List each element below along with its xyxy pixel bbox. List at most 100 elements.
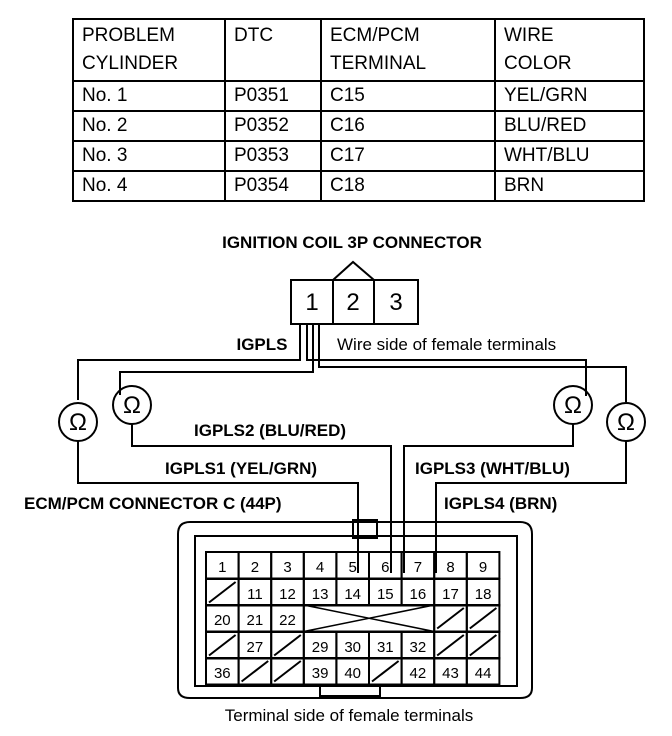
ecm-pin-number: 40: [344, 665, 361, 682]
table-cell: No. 4: [72, 170, 226, 202]
table-row: No. 3 P0353 C17 WHT/BLU: [72, 140, 645, 172]
ecm-connector-shell: [177, 521, 533, 699]
table-cell: WHT/BLU: [494, 140, 645, 172]
ecm-pin-blank: [208, 581, 237, 604]
wire-to-right-outer-meter: [318, 324, 627, 402]
header-dtc: DTC: [224, 18, 322, 82]
ecm-pin-number: 20: [214, 612, 231, 629]
ecm-pin-number: 12: [279, 586, 296, 603]
coil-connector-title: IGNITION COIL 3P CONNECTOR: [222, 233, 482, 252]
ecm-pin-blank: [436, 607, 465, 630]
table-cell: No. 3: [72, 140, 226, 172]
igpls4-label: IGPLS4 (BRN): [444, 494, 557, 513]
table-row: No. 2 P0352 C16 BLU/RED: [72, 110, 645, 142]
coil-pin-label: 2: [346, 289, 359, 316]
ecm-pin-number: 1: [218, 559, 226, 576]
ecm-pin-number: 27: [247, 639, 264, 656]
ecm-pin-cell: [465, 657, 501, 686]
table-row: No. 1 P0351 C15 YEL/GRN: [72, 80, 645, 112]
wire-igpls3: [403, 424, 574, 573]
ecm-pin-number: 17: [442, 586, 459, 603]
ecm-pin-number: 13: [312, 586, 329, 603]
ohm-symbol: Ω: [564, 392, 582, 419]
table-cell: No. 1: [72, 80, 226, 112]
ecm-pin-number: 31: [377, 639, 394, 656]
coil-pin-label: 3: [389, 289, 402, 316]
table-cell: P0354: [224, 170, 322, 202]
ecm-pin-blank: [273, 634, 302, 657]
table-cell: BLU/RED: [494, 110, 645, 142]
ecm-pin-number: 2: [251, 559, 259, 576]
ecm-pin-number: 39: [312, 665, 329, 682]
ecm-pin-number: 8: [446, 559, 454, 576]
ecm-pin-number: 3: [283, 559, 291, 576]
table-cell: No. 2: [72, 110, 226, 142]
ecm-pin-number: 32: [410, 639, 427, 656]
wire-side-label: Wire side of female terminals: [337, 335, 556, 354]
wire-to-left-inner-meter: [119, 324, 314, 395]
table-cell: C18: [320, 170, 496, 202]
ecm-pin-number: 42: [410, 665, 427, 682]
ecm-pin-blank: [371, 660, 400, 683]
ohm-symbol: Ω: [69, 409, 87, 436]
table-cell: P0352: [224, 110, 322, 142]
ecm-pin-blank: [208, 634, 237, 657]
igpls3-label: IGPLS3 (WHT/BLU): [415, 459, 570, 478]
table-row: No. 4 P0354 C18 BRN: [72, 170, 645, 202]
ecm-pin-blank: [240, 660, 269, 683]
table-cell: C17: [320, 140, 496, 172]
wire-igpls4: [435, 441, 627, 573]
wire-igpls3-right-outer: [306, 324, 587, 396]
igpls-label: IGPLS: [236, 335, 287, 354]
ecm-connector-title: ECM/PCM CONNECTOR C (44P): [24, 494, 282, 513]
ecm-pin-number: 7: [414, 559, 422, 576]
table-cell: YEL/GRN: [494, 80, 645, 112]
coil-connector-latch: [332, 260, 375, 281]
ohm-symbol: Ω: [123, 392, 141, 419]
ecm-no-pin-zone: [303, 604, 435, 633]
ecm-pin-number: 16: [410, 586, 427, 603]
ecm-pin-number: 5: [349, 559, 357, 576]
table-cell: C16: [320, 110, 496, 142]
ecm-pin-blank: [436, 634, 465, 657]
ecm-pin-blank: [469, 634, 498, 657]
ecm-connector-key: [352, 519, 378, 539]
table-cell: BRN: [494, 170, 645, 202]
igpls2-label: IGPLS2 (BLU/RED): [194, 421, 346, 440]
ecm-pin-blank: [469, 607, 498, 630]
ecm-pin-number: 21: [247, 612, 264, 629]
wire-igpls2: [131, 424, 392, 573]
ecm-pin-number: 43: [442, 665, 459, 682]
ecm-pin-number: 14: [344, 586, 361, 603]
ecm-pin-blank: [273, 660, 302, 683]
ecm-pin-number: 15: [377, 586, 394, 603]
ecm-pin-number: 22: [279, 612, 296, 629]
ecm-pin-number: 18: [475, 586, 492, 603]
ecm-pin-number: 9: [479, 559, 487, 576]
coil-connector-body: [290, 279, 419, 325]
ecm-pin-number: 4: [316, 559, 324, 576]
ecm-pin-number: 30: [344, 639, 361, 656]
table-cell: C15: [320, 80, 496, 112]
table-cell: P0351: [224, 80, 322, 112]
ecm-connector-latch: [319, 685, 381, 697]
wire-to-left-outer-meter: [77, 346, 301, 400]
ecm-pin-number: 36: [214, 665, 231, 682]
table-cell: P0353: [224, 140, 322, 172]
igpls1-label: IGPLS1 (YEL/GRN): [165, 459, 317, 478]
terminal-side-label: Terminal side of female terminals: [225, 706, 473, 725]
ecm-pin-number: 11: [247, 586, 263, 603]
coil-pin-label: 1: [305, 289, 318, 316]
ohm-symbol: Ω: [617, 409, 635, 436]
ecm-pin-number: 29: [312, 639, 329, 656]
ecm-pin-number: 6: [381, 559, 389, 576]
ecm-pin-number: 44: [475, 665, 492, 682]
ecm-no-pin-zone-outline: [302, 604, 436, 633]
